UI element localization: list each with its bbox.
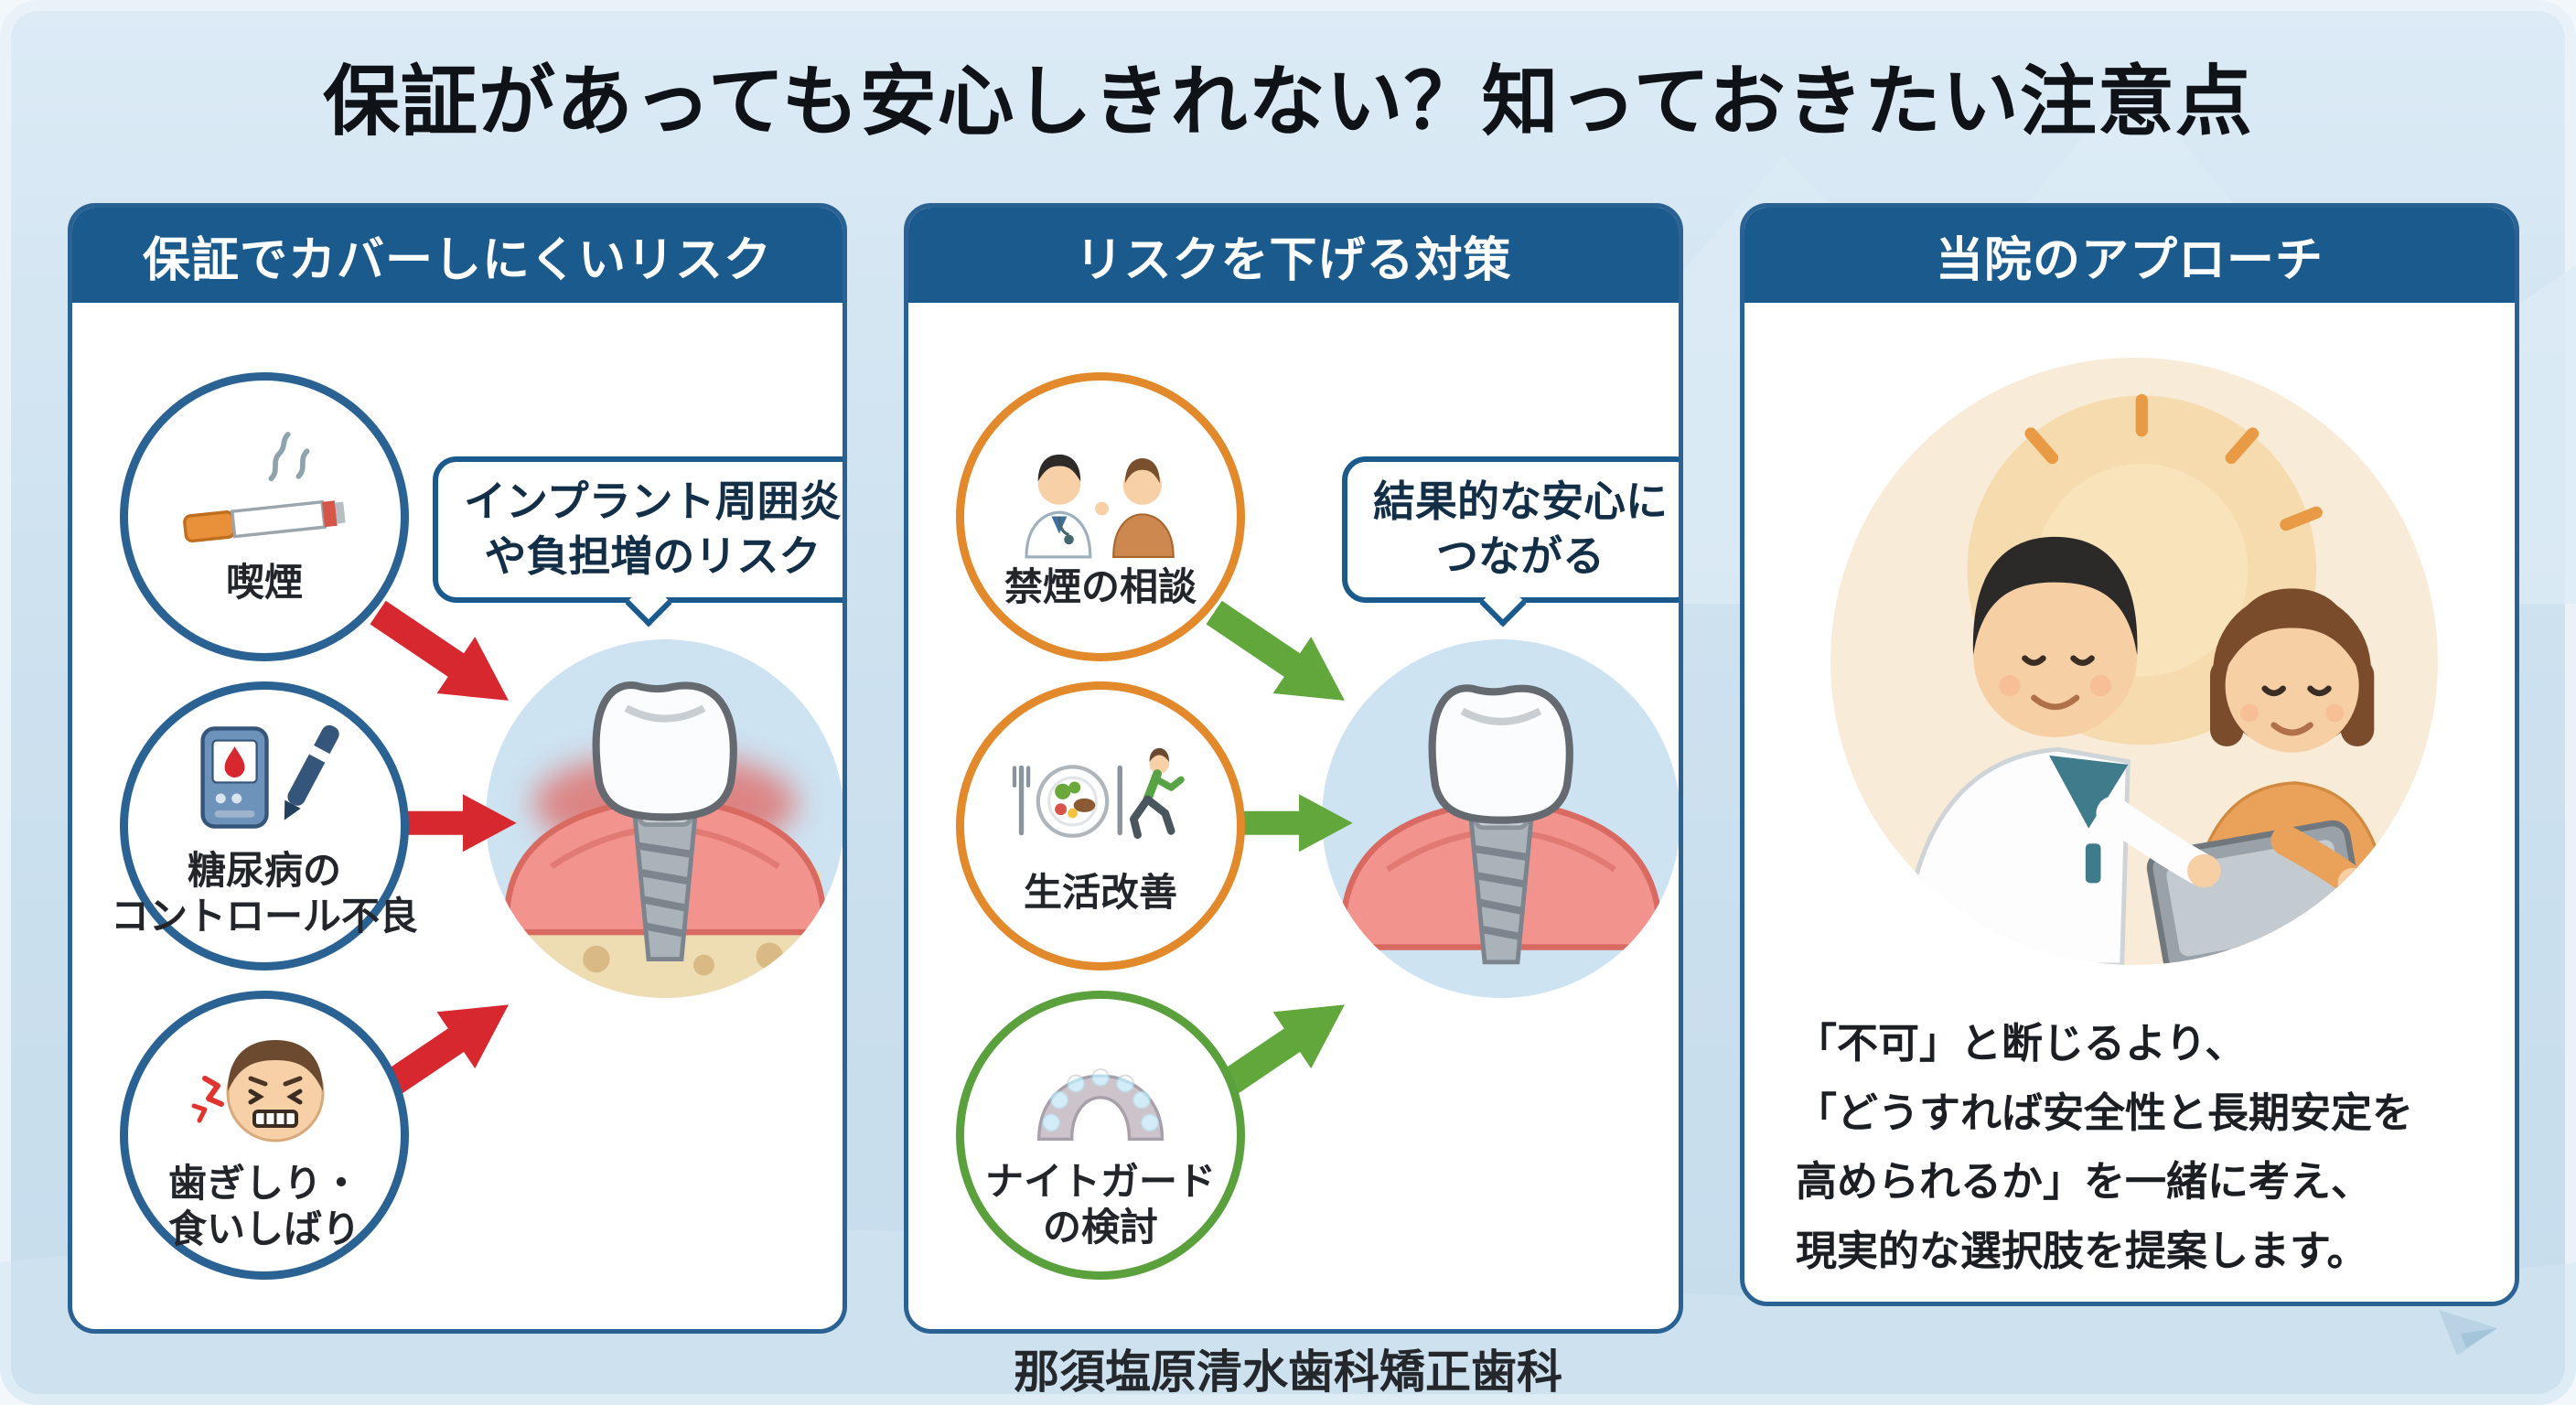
measure-item-night-guard: ナイトガード の検討 bbox=[956, 991, 1245, 1280]
panels-row: 保証でカバーしにくいリスク 喫煙 bbox=[68, 203, 2519, 1334]
panel-measures-body: 禁煙の相談 bbox=[908, 303, 1679, 1329]
risk-item-label: 喫煙 bbox=[225, 561, 303, 605]
panel-approach: 当院のアプローチ bbox=[1740, 203, 2519, 1306]
risk-item-label: 歯ぎしり・ 食いしばり bbox=[167, 1162, 360, 1250]
teeth-grinding-face-icon bbox=[191, 1040, 325, 1142]
risk-item-smoking: 喫煙 bbox=[120, 372, 409, 661]
red-arrow bbox=[370, 1004, 509, 1105]
dentist-patient-tablet-illustration bbox=[1830, 358, 2438, 965]
cigarette-icon bbox=[182, 432, 346, 543]
risk-speech-bubble: インプラント周囲炎 や負担増のリスク bbox=[433, 456, 843, 603]
green-arrow bbox=[1219, 794, 1353, 853]
green-arrow bbox=[1206, 1004, 1345, 1105]
page-title: 保証があっても安心しきれない？知っておきたい注意点 bbox=[323, 59, 2253, 145]
night-guard-icon bbox=[1036, 1068, 1165, 1142]
panel-approach-header: 当院のアプローチ bbox=[1744, 208, 2515, 303]
panel-measures: リスクを下げる対策 禁煙の相談 bbox=[904, 203, 1683, 1334]
measure-item-label: ナイトガード の検討 bbox=[984, 1160, 1216, 1249]
healthy-lifestyle-icon bbox=[1013, 748, 1186, 840]
risk-item-bruxism: 歯ぎしり・ 食いしばり bbox=[120, 991, 409, 1280]
green-arrow bbox=[1206, 600, 1345, 701]
healthy-implant-circle bbox=[1322, 639, 1679, 998]
risk-item-label: 糖尿病の コントロール不良 bbox=[111, 849, 419, 938]
panel-risks: 保証でカバーしにくいリスク 喫煙 bbox=[68, 203, 847, 1334]
red-arrow bbox=[383, 794, 517, 853]
measure-item-quit-smoking: 禁煙の相談 bbox=[956, 372, 1245, 661]
panel-approach-body: 「不可」と断じるより、 「どうすれば安全性と長期安定を 高められるか」を一緒に考… bbox=[1744, 303, 2515, 1302]
smoking-cessation-consult-icon bbox=[1025, 455, 1175, 559]
dentist-patient-illustration-svg bbox=[1830, 358, 2438, 965]
panel-measures-header: リスクを下げる対策 bbox=[908, 208, 1679, 303]
panel-risks-body: 喫煙 bbox=[72, 303, 843, 1329]
approach-body-text: 「不可」と断じるより、 「どうすれば安全性と長期安定を 高められるか」を一緒に考… bbox=[1796, 1020, 2414, 1274]
clinic-name: 那須塩原清水歯科矯正歯科 bbox=[1014, 1346, 1562, 1398]
inflamed-implant-icon bbox=[503, 681, 827, 998]
red-arrow bbox=[370, 600, 509, 701]
inflamed-implant-circle bbox=[486, 639, 843, 998]
measure-speech-bubble: 結果的な安心に つながる bbox=[1342, 456, 1679, 603]
glucose-meter-icon bbox=[200, 725, 339, 830]
panel-risks-header: 保証でカバーしにくいリスク bbox=[72, 208, 843, 303]
healthy-implant-icon bbox=[1339, 684, 1663, 965]
risk-item-diabetes: 糖尿病の コントロール不良 bbox=[111, 681, 418, 971]
measure-item-label: 生活改善 bbox=[1023, 871, 1177, 915]
corner-logo-mark bbox=[2439, 1310, 2497, 1356]
measure-item-label: 禁煙の相談 bbox=[1004, 565, 1197, 609]
measure-item-lifestyle: 生活改善 bbox=[956, 681, 1245, 971]
